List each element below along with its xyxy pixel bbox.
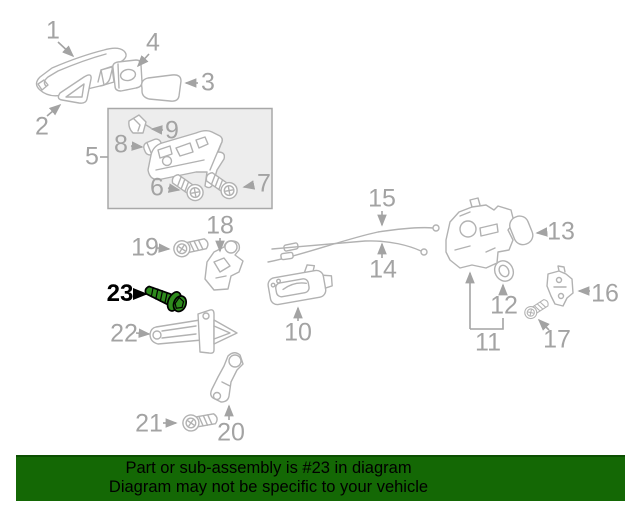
callout-6: 6 [150, 173, 164, 202]
callout-5: 5 [85, 142, 99, 171]
banner-line-1: Part or sub-assembly is #23 in diagram [125, 459, 412, 477]
callout-10: 10 [284, 318, 312, 347]
callout-14: 14 [369, 255, 397, 284]
callout-19: 19 [131, 233, 159, 262]
part-2-handle-pad-drawing [57, 74, 92, 104]
callout-15: 15 [368, 184, 396, 213]
callout-2: 2 [35, 112, 49, 141]
callout-18: 18 [206, 211, 234, 240]
part-10-interior-handle-drawing [267, 264, 333, 306]
callout-16: 16 [591, 279, 619, 308]
part-13-pad-drawing [509, 215, 534, 246]
part-4-handle-cover-drawing [112, 59, 143, 92]
part-22-check-strap-drawing [149, 309, 238, 354]
callout-4: 4 [146, 28, 160, 57]
callout-7: 7 [257, 169, 271, 198]
part-21-screw-drawing [180, 409, 220, 433]
part-5-handle-frame-drawing [147, 130, 226, 189]
banner-text: Part or sub-assembly is #23 in diagram D… [16, 459, 521, 497]
callout-9: 9 [165, 116, 179, 145]
callout-8: 8 [114, 130, 128, 159]
part-3-pad-drawing [140, 74, 182, 102]
callout-13: 13 [547, 217, 575, 246]
part-19-screw-drawing [171, 234, 211, 259]
callout-23-highlighted: 23 [106, 280, 134, 307]
callout-20: 20 [217, 418, 245, 447]
banner-line-2: Diagram may not be specific to your vehi… [108, 478, 429, 496]
callout-12: 12 [490, 291, 518, 320]
part-9-clip-drawing [128, 114, 152, 134]
part-17-screw-drawing [521, 296, 552, 322]
part-11-latch-drawing [445, 197, 515, 269]
leader-arrows-gray [46, 41, 590, 428]
callout-11: 11 [475, 328, 501, 357]
part-16-striker-drawing [546, 265, 574, 307]
callout-21: 21 [135, 409, 163, 438]
callout-1: 1 [46, 16, 60, 45]
part-18-lock-drawing [204, 240, 244, 291]
part-12-grommet-drawing [493, 260, 515, 282]
callout-3: 3 [201, 68, 215, 97]
part-23-bolt-highlighted [144, 285, 188, 313]
highlight-banner: Part or sub-assembly is #23 in diagram D… [16, 455, 625, 501]
part-14-cable-drawing [271, 240, 428, 261]
part-20-bracket-drawing [210, 352, 244, 403]
callout-17: 17 [543, 325, 571, 354]
callout-22: 22 [110, 319, 138, 348]
